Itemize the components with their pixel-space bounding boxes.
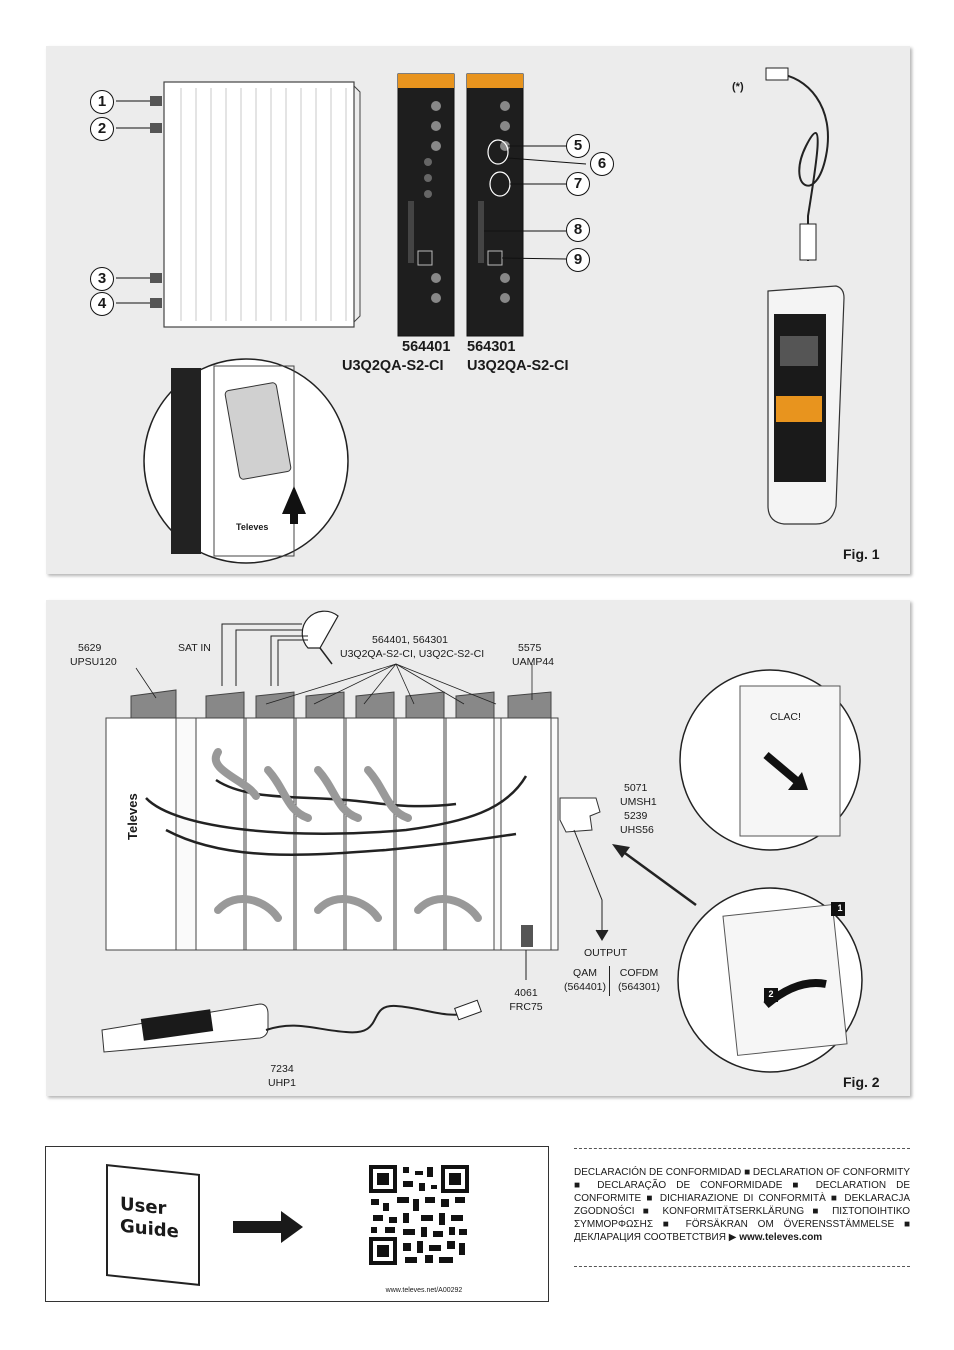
- mount-line-4: UHS56: [620, 824, 654, 836]
- sat-in-lines: [221, 623, 308, 686]
- rack-brand: Televes: [125, 793, 140, 840]
- module-564301-code: 564301: [467, 339, 516, 355]
- figure-2-label: Fig. 2: [843, 1074, 880, 1090]
- user-guide-booklet: User Guide: [106, 1164, 200, 1286]
- zoom-brand: Televes: [236, 522, 269, 532]
- module-564401-name: U3Q2QA-S2-CI: [342, 358, 444, 374]
- handheld-code: 7234: [270, 1063, 294, 1075]
- sat-in-label: SAT IN: [178, 642, 211, 654]
- psu-code: 5629: [78, 642, 102, 654]
- user-guide-box: User Guide: [45, 1146, 549, 1302]
- ci-card-zoom: [143, 358, 349, 564]
- module-564401-code: 564401: [402, 339, 451, 355]
- handheld-programmer: [765, 67, 845, 525]
- load-code: 4061: [514, 987, 538, 999]
- callout-2: 2: [90, 117, 114, 141]
- mount-line-2: UMSH1: [620, 796, 657, 808]
- qam-name: QAM: [573, 967, 597, 979]
- handheld-name: UHP1: [267, 1077, 296, 1089]
- direction-arrow: [612, 844, 697, 907]
- satellite-dish: [301, 610, 339, 665]
- figure-2-panel: 5629 UPSU120 SAT IN 564401, 564301 U3Q2Q…: [46, 600, 910, 1096]
- declaration-link[interactable]: www.televes.com: [739, 1232, 823, 1243]
- mount-zoom: [677, 887, 863, 1073]
- mount-line-3: 5239: [624, 810, 648, 822]
- amp-code: 5575: [518, 642, 542, 654]
- module-front-564301: [466, 73, 524, 337]
- callout-8: 8: [566, 218, 590, 242]
- clac-zoom: [679, 669, 861, 851]
- figure-2-illustration: [101, 610, 863, 1073]
- load-name: FRC75: [509, 1001, 543, 1013]
- modules-codes: 564401, 564301: [372, 634, 448, 646]
- callout-4: 4: [90, 292, 114, 316]
- psu-name: UPSU120: [70, 656, 117, 668]
- leader-lines: [116, 100, 587, 304]
- declaration-text: DECLARACIÓN DE CONFORMIDAD ■ DECLARATION…: [574, 1166, 910, 1244]
- clac-label: CLAC!: [770, 711, 801, 723]
- modules-names: U3Q2QA-S2-CI, U3Q2C-S2-CI: [340, 648, 485, 660]
- declaration-divider-top: [574, 1148, 910, 1149]
- amp-name: UAMP44: [512, 656, 555, 668]
- qr-url[interactable]: www.televes.net/A00292: [385, 1287, 463, 1294]
- figure-1-panel: 1 2 3 4 5 6 7 8 9 (*) 564401 U3Q2QA-S2-C…: [46, 46, 910, 574]
- mount-line-1: 5071: [624, 782, 648, 794]
- qam-code: (564401): [563, 981, 607, 993]
- asterisk-note: (*): [732, 81, 744, 93]
- callout-6: 6: [590, 152, 614, 176]
- output-line: [573, 829, 609, 941]
- callout-7: 7: [566, 172, 590, 196]
- callout-9: 9: [566, 248, 590, 272]
- module-leaders: [135, 663, 533, 705]
- arrow-right-icon: [233, 1211, 303, 1243]
- callout-3: 3: [90, 267, 114, 291]
- callout-5: 5: [566, 134, 590, 158]
- qr-code[interactable]: [369, 1165, 469, 1265]
- qam-cofdm-divider: [609, 966, 610, 996]
- wall-bracket: [559, 797, 601, 833]
- module-564301-name: U3Q2QA-S2-CI: [467, 358, 569, 374]
- handheld-uhp1: [101, 999, 482, 1053]
- output-label: OUTPUT: [584, 947, 628, 959]
- module-side-view: [150, 81, 361, 328]
- headend-rack: [105, 689, 559, 980]
- cofdm-name: COFDM: [619, 967, 659, 979]
- module-front-564401: [397, 73, 455, 337]
- cofdm-code: (564301): [617, 981, 661, 993]
- declaration-body: DECLARACIÓN DE CONFORMIDAD ■ DECLARATION…: [574, 1167, 910, 1243]
- declaration-divider-bottom: [574, 1266, 910, 1267]
- callout-1: 1: [90, 90, 114, 114]
- step-1: 1: [837, 903, 843, 913]
- step-2: 2: [768, 989, 774, 999]
- figure-1-label: Fig. 1: [843, 546, 880, 562]
- figure-1-illustration: [116, 67, 845, 564]
